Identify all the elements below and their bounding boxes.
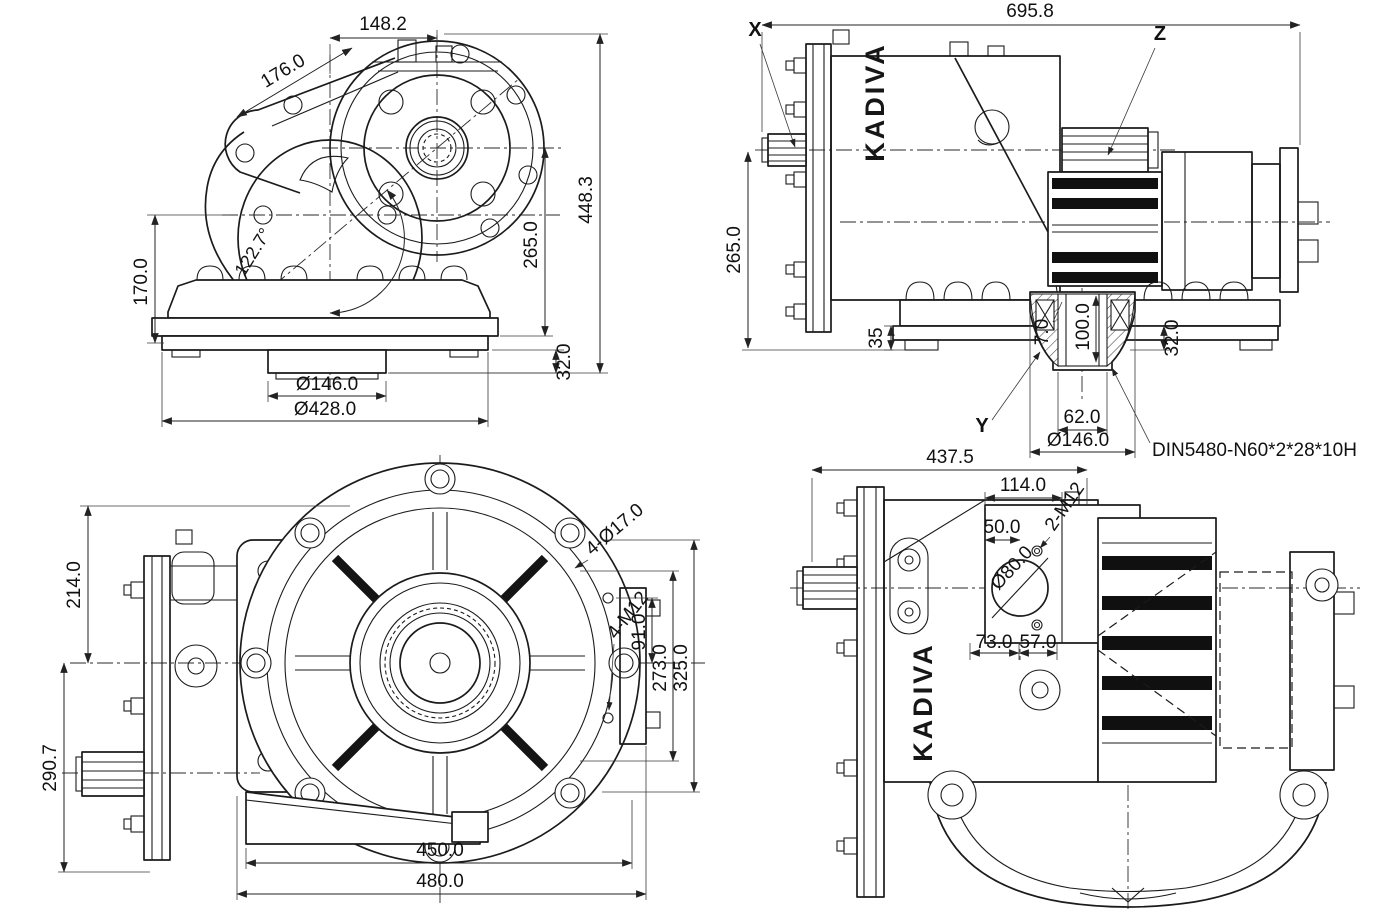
mounting-plate xyxy=(785,29,850,333)
dim-right-hole-offset: 50.0 xyxy=(984,517,1021,538)
rear-left-plate xyxy=(123,529,237,861)
pulley-stack xyxy=(1047,171,1163,287)
brand-embossed: KADIVA xyxy=(860,42,890,162)
base-pedestal xyxy=(151,265,499,380)
gearbox-body: KADIVA xyxy=(830,41,1061,301)
label-spline-shaft-y: Y xyxy=(975,415,989,437)
right-input-shaft xyxy=(796,566,858,610)
rear-view: 214.0 290.7 4-Ø17.0 4-M12 91.0 273.0 325… xyxy=(40,455,705,905)
dim-side-boss-height: 32.0 xyxy=(1162,320,1183,357)
dim-right-bracket-width: 114.0 xyxy=(1000,475,1046,496)
dim-rear-upper-height: 214.0 xyxy=(64,561,85,609)
dim-rear-hole-spacing: 273.0 xyxy=(650,644,671,692)
output-shaft xyxy=(1061,127,1159,173)
dim-side-foot-height: 35 xyxy=(866,327,887,348)
dim-side-total-length: 695.8 xyxy=(1006,1,1054,22)
dim-rear-lower-height: 290.7 xyxy=(40,744,61,792)
label-input-shaft-x: X xyxy=(748,19,762,41)
right-mounting-plate xyxy=(836,486,885,898)
label-output-shaft-z: Z xyxy=(1154,23,1166,45)
right-body: KADIVA xyxy=(883,499,1099,783)
dim-rear-inner-width: 450.0 xyxy=(416,840,464,861)
dim-front-total-height: 448.3 xyxy=(576,176,597,224)
dim-side-hub-diameter: Ø146.0 xyxy=(1047,430,1109,451)
input-shaft xyxy=(761,133,807,167)
rear-chute xyxy=(245,791,489,845)
dim-side-spline-length: 100.0 xyxy=(1073,303,1094,351)
dim-side-bore-diameter: 62.0 xyxy=(1064,407,1101,428)
output-flange xyxy=(329,40,545,256)
dim-front-arm-length: 176.0 xyxy=(257,50,309,92)
dim-front-top-width: 148.2 xyxy=(359,14,407,35)
brand-embossed-2: KADIVA xyxy=(908,642,938,762)
dim-right-lower-right: 57.0 xyxy=(1020,632,1057,653)
label-spline-spec: DIN5480-N60*2*28*10H xyxy=(1152,440,1357,461)
dim-front-boss-diameter: Ø146.0 xyxy=(296,374,358,395)
right-pulley-stack xyxy=(1097,517,1217,783)
right-cylinder xyxy=(1161,147,1319,293)
side-dimensions: 695.8 X Z 265.0 35 100.0 7.0 62.0 Ø146.0… xyxy=(724,1,1357,461)
dim-rear-hole-span: 325.0 xyxy=(671,644,692,692)
dim-front-boss-height: 32.0 xyxy=(554,344,575,381)
front-view: 148.2 176.0 448.3 265.0 170.0 122.7° 32.… xyxy=(131,14,608,427)
dim-rear-clearance-holes: 4-Ø17.0 xyxy=(582,500,648,560)
dim-right-lower-left: 73.0 xyxy=(976,632,1013,653)
left-side-view: KADIVA xyxy=(724,1,1357,461)
dim-side-center-height: 265.0 xyxy=(724,226,745,274)
dim-front-shaft-angle: 122.7° xyxy=(231,224,276,279)
right-side-view: KADIVA xyxy=(790,447,1360,912)
dim-front-center-height: 265.0 xyxy=(521,221,542,269)
dim-front-base-height: 170.0 xyxy=(131,258,152,306)
dim-front-base-diameter: Ø428.0 xyxy=(294,399,356,420)
rear-input-shaft xyxy=(75,751,145,797)
dim-right-total-length: 437.5 xyxy=(926,447,974,468)
bell-housing xyxy=(927,770,1329,908)
dim-rear-outer-width: 480.0 xyxy=(416,871,464,892)
dim-rear-hole-offset: 91.0 xyxy=(629,614,650,651)
rear-right-plate xyxy=(602,587,661,745)
dim-side-wall-thickness: 7.0 xyxy=(1032,319,1053,345)
right-bracket xyxy=(1219,551,1355,771)
rear-housing-circle xyxy=(239,462,641,864)
